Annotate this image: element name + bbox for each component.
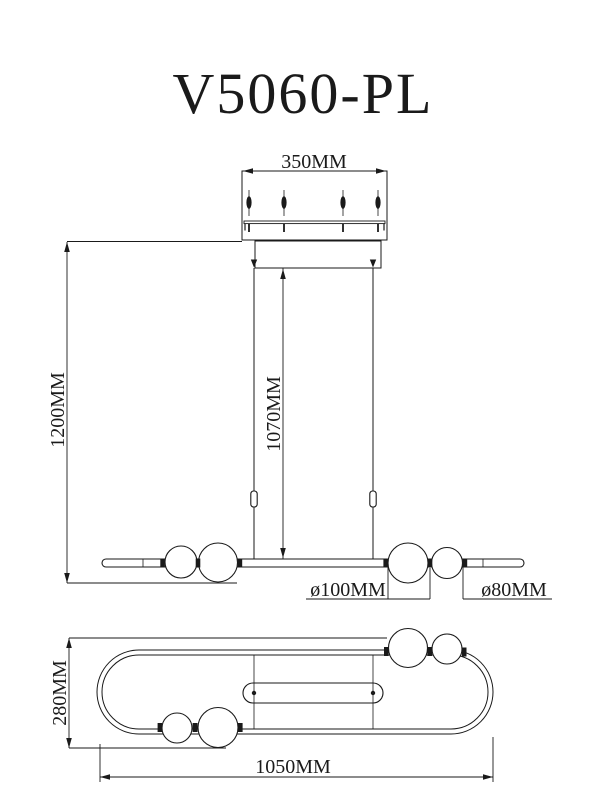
plate-screw-dot xyxy=(370,690,376,696)
label-canopy-width: 350MM xyxy=(281,151,347,173)
ceiling-canopy xyxy=(241,170,388,269)
label-globe-small-diameter: ø80MM xyxy=(481,579,547,601)
glass-globe-large xyxy=(387,627,429,669)
glass-globe-small xyxy=(164,545,198,579)
globe-connector xyxy=(192,723,198,732)
cord-adjuster-left xyxy=(250,490,258,508)
dim-frame-length xyxy=(99,737,494,782)
drawing-title: V5060-PL xyxy=(173,61,434,126)
label-frame-depth: 280MM xyxy=(49,660,71,726)
globe-connector xyxy=(383,558,388,568)
canopy-body-box xyxy=(254,240,382,269)
dim-rod-length xyxy=(280,268,286,559)
glass-globe-small xyxy=(431,633,463,665)
dim-canopy-width xyxy=(243,168,386,174)
label-rod-length: 1070MM xyxy=(263,376,285,452)
screw-icon xyxy=(246,196,252,209)
glass-globe-large xyxy=(387,542,429,584)
screw-icon xyxy=(340,196,346,209)
glass-globe-large xyxy=(197,706,239,749)
globe-connector xyxy=(427,558,433,568)
cable-gland-left xyxy=(250,259,258,268)
canopy-mounting-bar xyxy=(243,220,386,232)
label-globe-large-diameter: ø100MM xyxy=(310,579,386,601)
glass-globe-small xyxy=(161,712,193,744)
globe-connector xyxy=(461,647,467,657)
front-elevation-view xyxy=(101,170,525,584)
label-total-height: 1200MM xyxy=(47,372,69,448)
globe-connector xyxy=(160,558,165,568)
canopy-outer-box xyxy=(241,170,388,241)
globe-connector xyxy=(427,647,433,656)
screw-icon xyxy=(281,196,287,209)
globe-connector xyxy=(238,723,243,732)
canopy-screws xyxy=(246,190,381,216)
bottom-plan-view xyxy=(96,627,494,749)
frame-tube-outer xyxy=(96,649,494,735)
globe-connector xyxy=(157,723,163,732)
dimension-annotations xyxy=(64,168,552,782)
frame-tube-inner xyxy=(101,654,489,730)
dim-frame-depth xyxy=(66,637,387,749)
globe-connector xyxy=(195,558,201,568)
screw-icon xyxy=(375,196,381,209)
globe-connector xyxy=(462,558,468,568)
globe-connector xyxy=(384,647,389,656)
globe-connector xyxy=(237,558,243,568)
cable-gland-right xyxy=(369,259,377,268)
plate-screw-dot xyxy=(251,690,257,696)
glass-globe-large xyxy=(197,542,239,583)
suspension-rods xyxy=(250,268,377,559)
label-frame-length: 1050MM xyxy=(255,756,331,778)
lamp-bar-front xyxy=(101,542,525,584)
dim-total-height xyxy=(64,241,242,584)
center-mount-plate xyxy=(242,682,384,704)
dim-globe-diameters xyxy=(306,564,552,600)
cord-adjuster-right xyxy=(369,490,377,508)
glass-globe-small xyxy=(430,546,464,580)
